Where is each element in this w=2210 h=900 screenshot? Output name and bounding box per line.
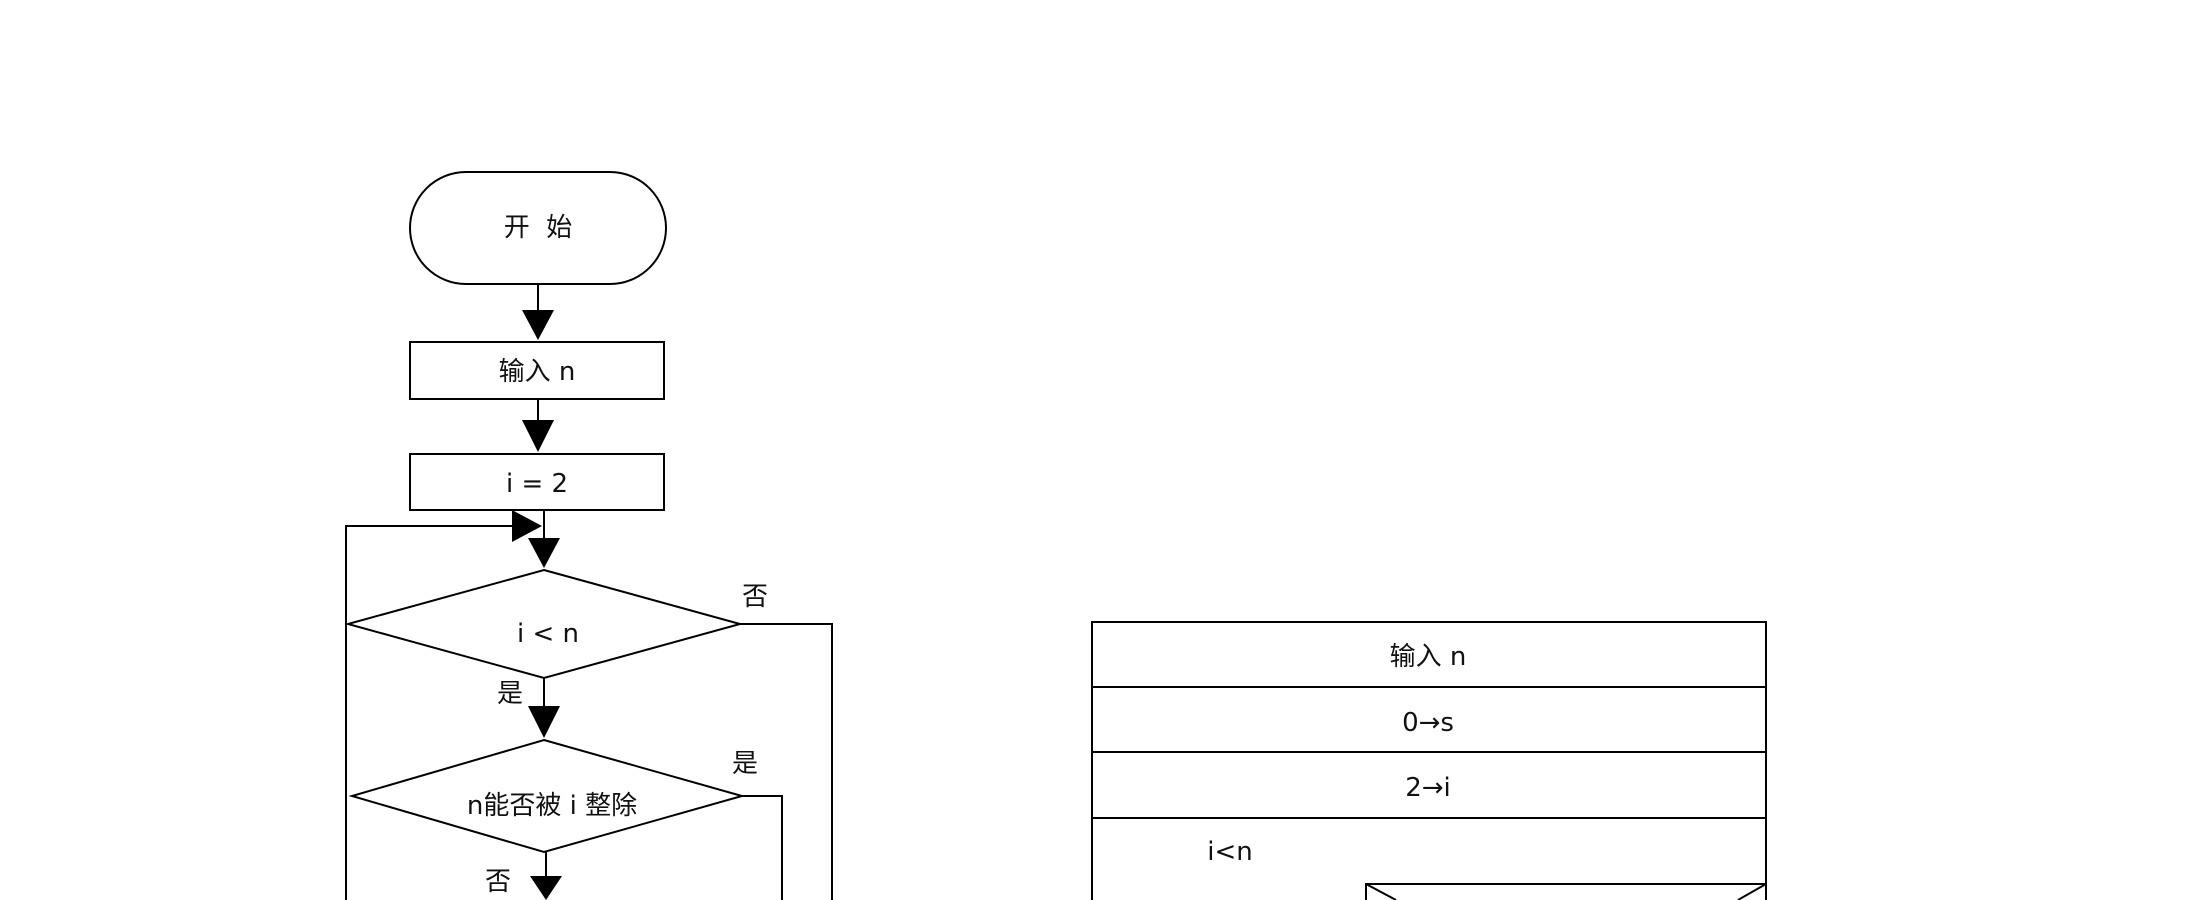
arrowhead-loop-back <box>512 510 542 542</box>
input-label: 输入 n <box>499 357 576 387</box>
ns-input-label: 输入 n <box>1390 642 1467 672</box>
divisible-yes-label: 是 <box>732 749 758 779</box>
ns-if-right-diagonal <box>1737 883 1767 900</box>
ns-s-init-label: 0→s <box>1402 708 1454 738</box>
ns-loop-body <box>1365 883 1767 900</box>
flowchart <box>344 171 833 900</box>
divisible-condition-diamond <box>348 738 746 854</box>
init-label: i = 2 <box>506 469 568 499</box>
loop-yes-label: 是 <box>497 679 523 709</box>
ns-i-init-label: 2→i <box>1405 773 1451 803</box>
arrowhead-input-to-init <box>522 420 554 452</box>
loop-no-branch-line <box>740 623 833 900</box>
divisible-condition-label: n能否被 i 整除 <box>467 791 637 821</box>
loop-no-label: 否 <box>742 582 768 612</box>
arrowhead-init-to-cond <box>528 538 560 568</box>
init-box <box>409 453 665 511</box>
ns-outer-frame <box>1091 621 1767 900</box>
input-box <box>409 341 665 400</box>
div-yes-branch-line <box>742 795 783 900</box>
arrowhead-start-to-input <box>522 310 554 340</box>
arrowhead-div-down <box>530 876 562 900</box>
start-label: 开 始 <box>504 213 573 243</box>
loop-back-line <box>345 525 512 900</box>
ns-loop-condition-label: i<n <box>1207 837 1253 867</box>
ns-diagram <box>1091 621 1767 900</box>
ns-if-left-diagonal <box>1365 883 1397 900</box>
arrowhead-cond-to-div <box>528 706 560 738</box>
loop-condition-label: i < n <box>517 619 579 649</box>
divisible-no-label: 否 <box>485 867 511 897</box>
